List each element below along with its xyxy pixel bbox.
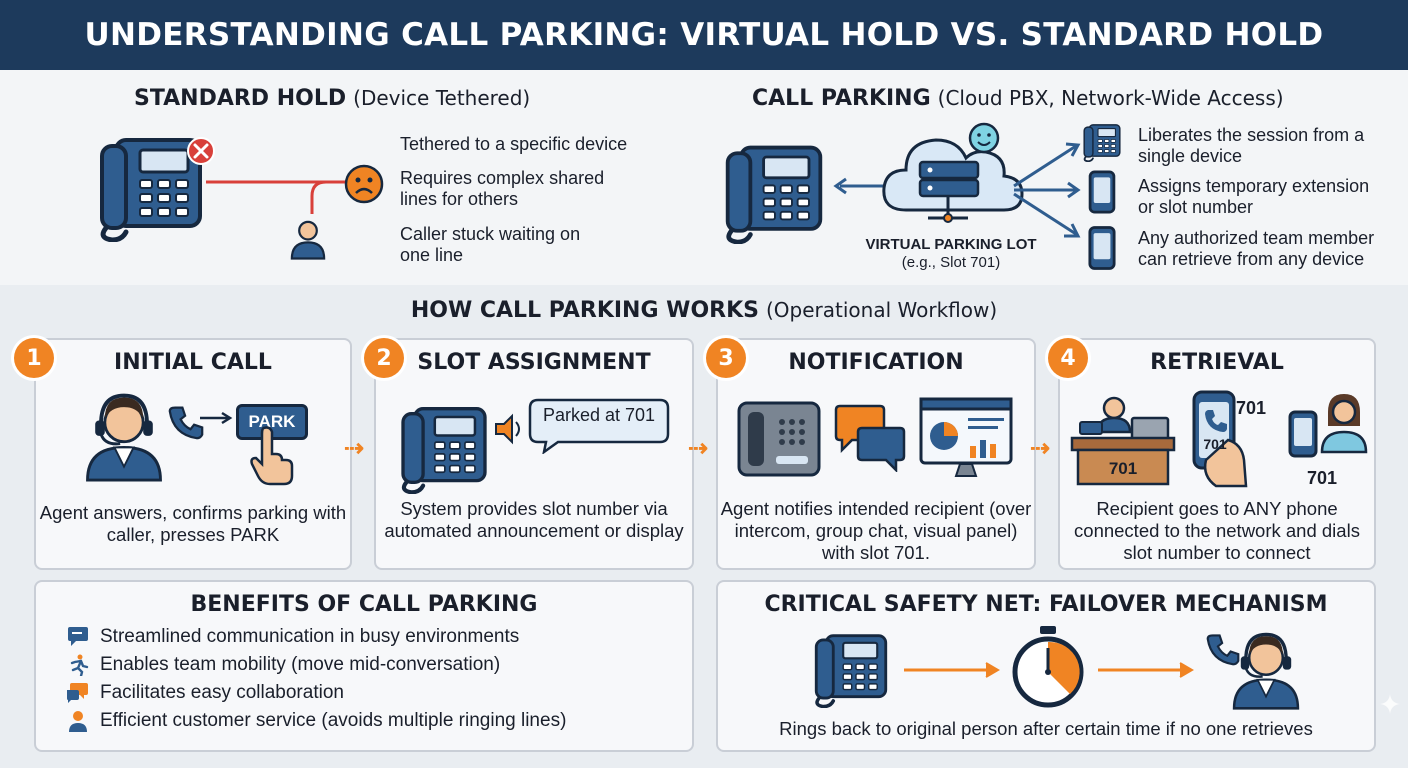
benefit-item: Enables team mobility (move mid-conversa… xyxy=(66,654,686,676)
cloud-server-icon xyxy=(882,122,1024,223)
desk-phone-icon xyxy=(814,633,888,708)
agent-headset-icon xyxy=(1232,632,1300,710)
recipient-person-icon xyxy=(1320,394,1368,454)
page-title: UNDERSTANDING CALL PARKING: VIRTUAL HOLD… xyxy=(0,0,1408,70)
call-parking-heading: CALL PARKING (Cloud PBX, Network-Wide Ac… xyxy=(752,86,1284,111)
virtual-lot-label: VIRTUAL PARKING LOT xyxy=(865,236,1037,253)
desk-slot-label: 701 xyxy=(1108,459,1138,478)
sad-face-icon xyxy=(344,164,384,204)
desk-phone-icon xyxy=(1083,123,1121,162)
speaker-icon xyxy=(495,413,520,445)
agent-headset-icon xyxy=(85,393,163,482)
arrow-right-icon xyxy=(904,662,1000,678)
sparkle-icon xyxy=(1380,694,1400,714)
step-desc-1: Agent answers, confirms parking with cal… xyxy=(39,502,347,545)
call-parking-bullet-1: Liberates the session from a single devi… xyxy=(1138,125,1365,166)
benefits-card xyxy=(34,580,694,752)
cordless-phone-icon xyxy=(1288,410,1318,458)
benefit-text: Streamlined communication in busy enviro… xyxy=(100,626,520,647)
customer-service-icon xyxy=(69,711,87,732)
standard-hold-bullet-2: Requires complex shared lines for others xyxy=(400,168,605,209)
running-person-icon xyxy=(70,654,89,676)
pointing-hand-icon xyxy=(250,426,294,486)
benefit-item: Streamlined communication in busy enviro… xyxy=(66,626,686,648)
chat-bubbles-icon xyxy=(834,404,906,472)
failover-desc: Rings back to original person after cert… xyxy=(779,718,1313,739)
caller-person-icon xyxy=(290,220,326,260)
fanout-arrows xyxy=(1013,142,1081,238)
comparison-band xyxy=(0,70,1408,285)
workflow-heading: HOW CALL PARKING WORKS (Operational Work… xyxy=(410,298,998,323)
tether-line xyxy=(206,180,346,214)
desk-phone-icon xyxy=(722,140,834,244)
standard-hold-bullet-1: Tethered to a specific device xyxy=(400,134,628,154)
step-desc-4: Recipient goes to ANY phone connected to… xyxy=(1074,498,1360,563)
benefit-text: Facilitates easy collaboration xyxy=(100,682,344,703)
visual-panel-icon xyxy=(919,397,1013,477)
reception-desk-icon xyxy=(1070,396,1176,486)
cordless-phone-icon xyxy=(1088,225,1116,271)
arrow-right-icon xyxy=(1098,662,1194,678)
step-title-3: NOTIFICATION xyxy=(788,350,964,375)
parked-bubble xyxy=(528,398,670,454)
standard-hold-bullet-3: Caller stuck waiting on one line xyxy=(400,224,581,265)
step-arrow: ⇢ xyxy=(1030,435,1051,462)
intercom-icon xyxy=(737,401,821,477)
step-desc-3: Agent notifies intended recipient (over … xyxy=(720,498,1032,563)
benefits-heading: BENEFITS OF CALL PARKING xyxy=(190,592,538,617)
arrow-right-icon xyxy=(200,411,233,425)
mobile-slot-tag: 701 xyxy=(1236,398,1267,418)
step-title-2: SLOT ASSIGNMENT xyxy=(417,350,651,375)
step-desc-2: System provides slot number via automate… xyxy=(384,498,684,541)
failover-heading: CRITICAL SAFETY NET: FAILOVER MECHANISM xyxy=(764,592,1328,617)
step-badge-2: 2 xyxy=(364,338,404,378)
benefit-item: Efficient customer service (avoids multi… xyxy=(66,710,686,732)
benefit-text: Efficient customer service (avoids multi… xyxy=(100,710,567,731)
virtual-lot-sub: (e.g., Slot 701) xyxy=(901,254,1001,271)
desk-phone-icon xyxy=(396,402,496,494)
step-title-1: INITIAL CALL xyxy=(114,350,272,375)
mobile-phone-icon xyxy=(1088,170,1116,214)
benefit-text: Enables team mobility (move mid-conversa… xyxy=(100,654,501,675)
call-parking-bullet-2: Assigns temporary extension or slot numb… xyxy=(1138,176,1370,217)
collaboration-icon xyxy=(67,683,88,703)
step-card-1 xyxy=(34,338,352,570)
mobile-in-hand-icon xyxy=(1192,390,1248,488)
standard-hold-heading: STANDARD HOLD (Device Tethered) xyxy=(134,86,531,111)
step-badge-4: 4 xyxy=(1048,338,1088,378)
call-parking-bullet-3: Any authorized team member can retrieve … xyxy=(1138,228,1375,269)
step-badge-1: 1 xyxy=(14,338,54,378)
step-arrow: ⇢ xyxy=(688,435,709,462)
error-x-icon xyxy=(187,137,215,165)
mobile-slot-label: 701 xyxy=(1203,436,1227,452)
benefits-list: Streamlined communication in busy enviro… xyxy=(66,626,686,738)
benefit-item: Facilitates easy collaboration xyxy=(66,682,686,704)
recipient-slot-label: 701 xyxy=(1306,468,1338,488)
step-arrow: ⇢ xyxy=(344,435,365,462)
arrow-left-icon xyxy=(833,177,884,195)
step-title-4: RETRIEVAL xyxy=(1150,350,1284,375)
timer-icon xyxy=(1012,626,1084,708)
chat-icon xyxy=(68,627,88,646)
parked-bubble-text: Parked at 701 xyxy=(542,405,656,425)
step-badge-3: 3 xyxy=(706,338,746,378)
